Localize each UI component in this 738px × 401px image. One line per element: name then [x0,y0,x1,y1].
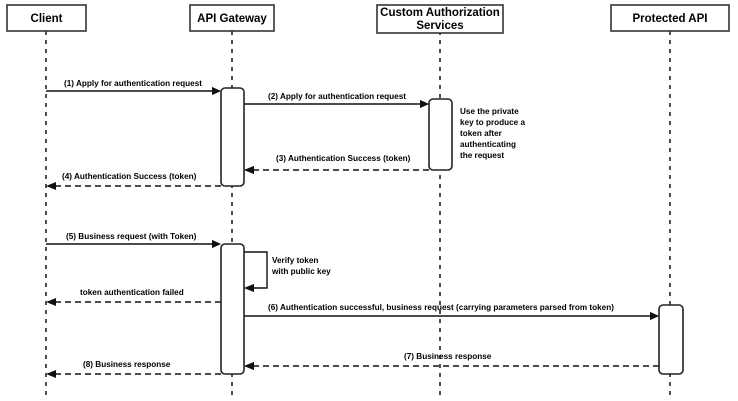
message-token-authentication-failed-group[interactable]: token authentication failed [46,288,221,306]
participant-header-protected-api[interactable]: Protected API [610,4,730,32]
message-token-authentication-failed-arrowhead [46,298,56,306]
message-2-arrowhead-overlay [420,100,429,108]
message-6-group[interactable]: (6) Authentication successful, business … [244,303,659,320]
participant-label-custom-authorization-services-line1: Custom Authorization [380,7,500,19]
activation-bar-api-gateway-business[interactable] [220,243,245,375]
message-3-label: (3) Authentication Success (token) [276,154,411,163]
participant-box-client[interactable] [6,4,87,32]
message-5-group[interactable]: (5) Business request (with Token) [46,232,221,248]
message-1-group[interactable]: (1) Apply for authentication request [46,79,221,95]
arrowhead-overlays [212,87,659,370]
message-2-group[interactable]: (2) Apply for authentication request [244,92,429,108]
self-message-verify-token-path[interactable] [244,251,268,289]
message-8-group[interactable]: (8) Business response [46,360,221,378]
note-private-key-line-1: Use the private [460,107,519,116]
participant-header-custom-authorization-services[interactable]: Custom Authorization Services [376,4,504,34]
participant-label-client: Client [31,13,63,25]
self-message-verify-token-label-line1: Verify token [272,256,318,265]
message-3-group[interactable]: (3) Authentication Success (token) [244,154,429,174]
self-message-verify-token-arrowhead-overlay [244,284,254,292]
note-private-key-line-5: the request [460,151,504,160]
activation-bar-custom-authorization-services[interactable] [428,98,453,171]
note-private-key-line-4: authenticating [460,140,516,149]
note-private-key-line-2: key to produce a [460,118,526,127]
message-1-label: (1) Apply for authentication request [64,79,202,88]
message-4-label: (4) Authentication Success (token) [62,172,197,181]
message-4-group[interactable]: (4) Authentication Success (token) [46,172,221,190]
message-2-label: (2) Apply for authentication request [268,92,406,101]
message-7-arrowhead-overlay [244,362,254,370]
message-3-arrowhead-overlay [244,166,254,174]
message-token-authentication-failed-label: token authentication failed [80,288,184,297]
message-6-arrowhead-overlay [650,312,659,320]
note-private-key: Use the private key to produce a token a… [460,107,526,160]
participant-header-client[interactable]: Client [6,4,87,32]
self-message-verify-token-group[interactable]: Verify token with public key [244,251,331,292]
activation-bar-api-gateway-auth[interactable] [220,87,245,187]
participant-label-protected-api: Protected API [633,13,708,25]
note-private-key-line-3: token after [460,129,503,138]
participant-label-api-gateway: API Gateway [197,13,267,25]
message-7-label: (7) Business response [404,352,492,361]
activation-bar-protected-api[interactable] [658,304,684,375]
participant-header-api-gateway[interactable]: API Gateway [189,4,275,32]
message-5-label: (5) Business request (with Token) [66,232,197,241]
message-8-label: (8) Business response [83,360,171,369]
message-6-label: (6) Authentication successful, business … [268,303,614,312]
participant-box-api-gateway[interactable] [189,4,275,32]
message-8-arrowhead [46,370,56,378]
participant-box-custom-authorization-services[interactable] [376,4,504,34]
participant-box-protected-api[interactable] [610,4,730,32]
message-4-arrowhead [46,182,56,190]
message-7-group[interactable]: (7) Business response [244,352,659,370]
lifeline-dashes [45,31,671,396]
message-5-arrowhead-overlay [212,240,221,248]
self-message-verify-token-label-line2: with public key [271,267,331,276]
participant-label-custom-authorization-services-line2: Services [416,20,463,32]
message-1-arrowhead-overlay [212,87,221,95]
